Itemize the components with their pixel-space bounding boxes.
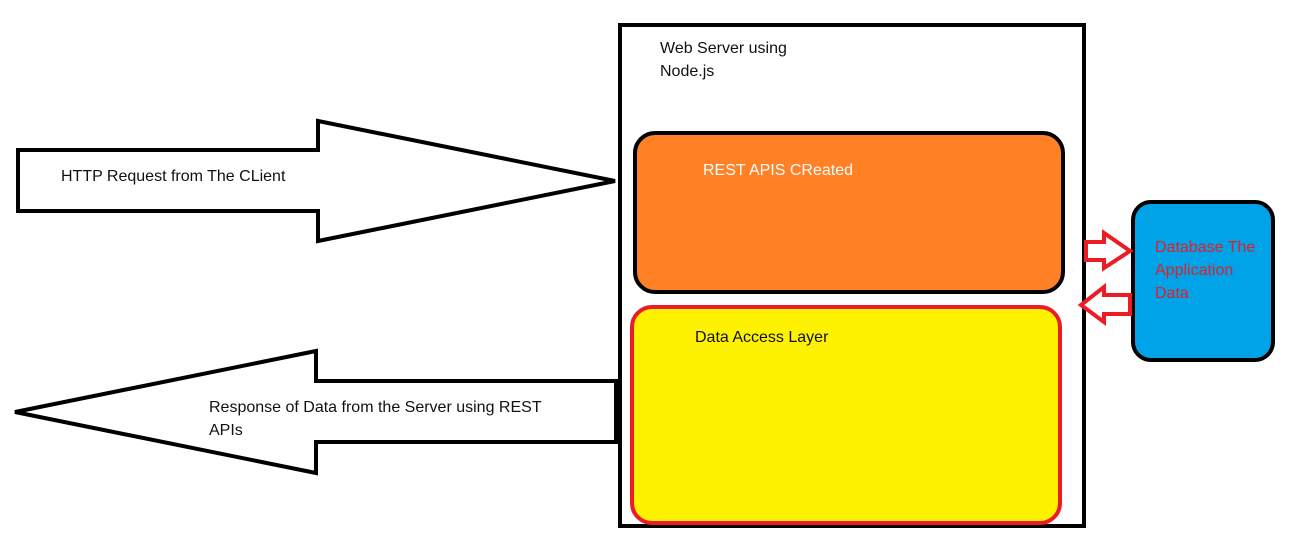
database-label: Database The Application Data [1155,239,1256,302]
web-server-title: Web Server using Node.js [660,40,787,80]
from-database-arrow [1077,282,1132,326]
rest-api-box [633,131,1065,294]
request-arrow-label: HTTP Request from The CLient [61,168,286,185]
request-arrow [16,118,616,244]
data-access-layer-label: Data Access Layer [695,329,829,346]
rest-api-label: REST APIS CReated [703,162,853,179]
response-arrow [14,348,618,476]
database-box [1131,200,1275,362]
response-arrow-label: Response of Data from the Server using R… [209,399,542,439]
to-database-arrow [1084,229,1134,272]
data-access-layer-box [630,305,1062,525]
